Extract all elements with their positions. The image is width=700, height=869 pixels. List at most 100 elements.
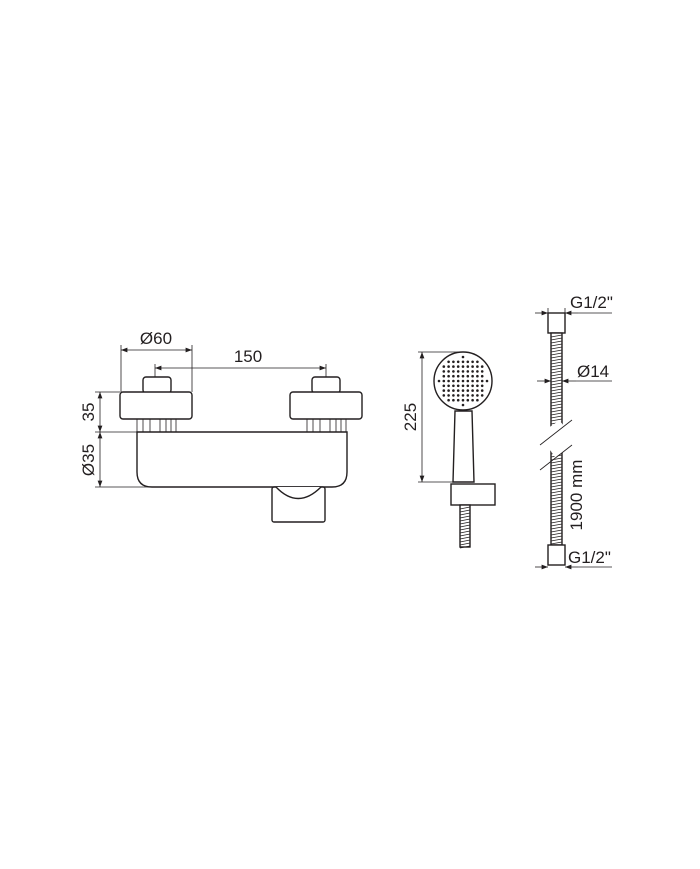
hose-coil (550, 538, 563, 542)
nozzle (480, 384, 484, 388)
nozzle (476, 384, 479, 388)
nozzle (447, 360, 450, 364)
nozzle (466, 374, 470, 378)
hose-coil (550, 370, 563, 374)
hose-coil (550, 412, 563, 416)
nozzle (456, 365, 460, 368)
nozzle (456, 374, 460, 378)
nozzle (471, 374, 474, 378)
nozzle (456, 379, 460, 383)
hose-coil (550, 532, 563, 536)
nozzle (471, 398, 474, 402)
hose-coil (550, 415, 563, 419)
nozzle (456, 394, 460, 397)
nozzle (456, 398, 460, 402)
break-line (539, 444, 573, 471)
nozzle (471, 384, 474, 388)
nozzle (476, 374, 479, 378)
hose-coil (550, 529, 563, 533)
hose-coil (550, 463, 563, 467)
shower-mixer: Ø60 150 35 Ø35 (79, 329, 363, 523)
hose-coil (459, 509, 471, 513)
nozzle (466, 389, 470, 392)
hose-coil (459, 539, 471, 543)
hose-coil (459, 521, 471, 525)
nozzle (452, 398, 455, 402)
nozzle (461, 365, 465, 368)
break-line (539, 419, 573, 446)
hose-coil (459, 524, 471, 528)
nozzle (461, 355, 465, 359)
hose-coil (550, 505, 563, 509)
hose-coil (550, 487, 563, 491)
bottom-connection-label: G1/2" (568, 548, 611, 567)
hose-coil (550, 517, 563, 521)
hose-coil (550, 406, 563, 410)
hose-coil (550, 409, 563, 413)
right-handle (289, 376, 363, 433)
spout-arc (275, 486, 322, 500)
hose-coil (550, 373, 563, 377)
wall-holder (450, 483, 496, 506)
nozzle (476, 360, 479, 364)
hose-coil (550, 523, 563, 527)
hose-coil (459, 536, 471, 540)
hose-diameter-label: Ø14 (577, 362, 609, 381)
top-connection-label: G1/2" (570, 293, 613, 312)
hose-coil (550, 520, 563, 524)
nozzle (452, 365, 455, 368)
nozzle (476, 370, 479, 373)
hose-coil (550, 394, 563, 398)
hose-coil (550, 403, 563, 407)
nozzle (456, 360, 460, 364)
hose-coil (550, 385, 563, 389)
nozzle (442, 379, 446, 383)
hose-coil (550, 379, 563, 383)
spray-nozzles (437, 355, 489, 407)
nozzle (466, 384, 470, 388)
hose-coil (550, 367, 563, 371)
nozzle (437, 379, 441, 383)
nozzle (456, 389, 460, 392)
nozzle (480, 379, 484, 383)
nozzle (461, 370, 465, 373)
nozzle (461, 360, 465, 364)
shower-hose: G1/2" Ø14 1900 mm G1/2" (459, 293, 613, 570)
hose-coil (550, 469, 563, 473)
nozzle (471, 389, 474, 392)
hose-coil (550, 376, 563, 380)
hose-coil (550, 460, 563, 464)
nozzle (442, 394, 446, 397)
hose-length-label: 1900 mm (567, 460, 586, 531)
hose-coil (550, 391, 563, 395)
nozzle (471, 379, 474, 383)
nozzle (447, 394, 450, 397)
nozzle (452, 374, 455, 378)
nozzle (442, 384, 446, 388)
nozzle (447, 398, 450, 402)
nozzle (461, 389, 465, 392)
hose-coil (550, 340, 563, 344)
hose-coil (550, 346, 563, 350)
nozzle (480, 374, 484, 378)
hose-coil (550, 514, 563, 518)
hose-coil (550, 352, 563, 356)
knob-diameter-label: Ø60 (140, 329, 172, 348)
hose-coil (459, 506, 471, 510)
hose-coil (550, 343, 563, 347)
hose-coil (550, 364, 563, 368)
nozzle (461, 384, 465, 388)
nozzle (461, 379, 465, 383)
hose-coil (459, 530, 471, 534)
nozzle (447, 365, 450, 368)
nozzle (461, 398, 465, 402)
nozzle (476, 389, 479, 392)
hose-coil (550, 400, 563, 404)
knob-height-label: 35 (79, 403, 98, 422)
nozzle (442, 370, 446, 373)
nozzle (480, 394, 484, 397)
nozzle (466, 360, 470, 364)
nozzle (452, 389, 455, 392)
nozzle (452, 379, 455, 383)
